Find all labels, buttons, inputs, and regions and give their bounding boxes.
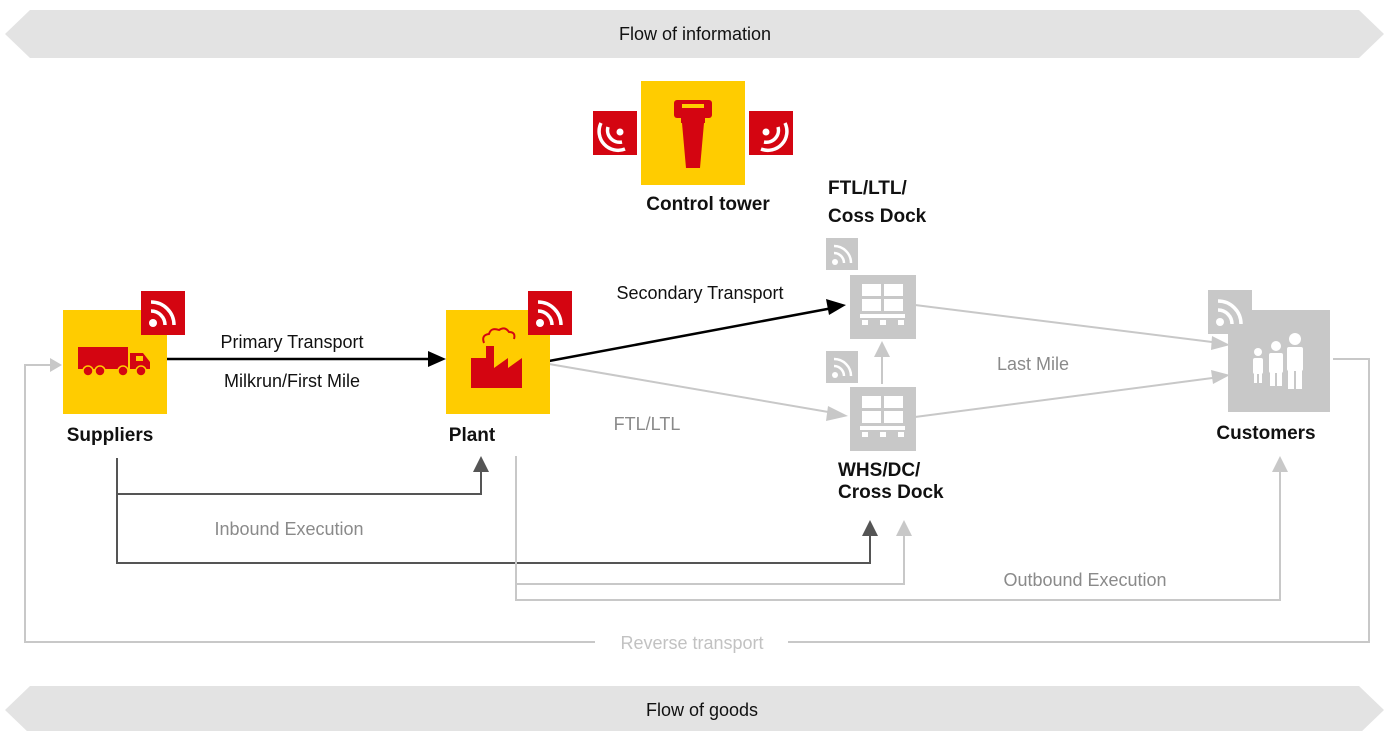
control-tower-icon: [674, 100, 712, 168]
people-icon: [1253, 333, 1303, 389]
control-tower-label: Control tower: [646, 194, 770, 215]
ftl-ltl-wifi-icon: [826, 238, 858, 270]
outbound-execution-lines: [515, 456, 1281, 601]
inbound-plant-arrow-head: [473, 456, 489, 472]
outbound-whs-arrow-head: [896, 520, 912, 536]
whs-dc-wifi-icon: [826, 351, 858, 383]
suppliers-node: Suppliers: [63, 291, 185, 446]
reverse-transport-label: Reverse transport: [620, 633, 763, 653]
suppliers-wifi-icon: [141, 291, 185, 335]
truck-icon: [78, 347, 150, 377]
pallet-icon-top: [860, 284, 905, 325]
suppliers-label: Suppliers: [67, 425, 154, 446]
plant-wifi-icon: [528, 291, 572, 335]
secondary-transport-label: Secondary Transport: [616, 283, 783, 303]
primary-transport-label: Primary Transport: [220, 332, 363, 352]
outbound-execution-label: Outbound Execution: [1003, 570, 1166, 590]
inbound-execution-lines: [116, 458, 871, 564]
last-mile-arrow-bottom-head: [1211, 370, 1230, 384]
whs-dc-cross-dock-node: WHS/DC/ Cross Dock: [826, 351, 944, 503]
plant-node: Plant: [446, 291, 572, 446]
flow-of-goods-band: Flow of goods: [5, 686, 1384, 734]
whs-dc-label-line2: Cross Dock: [838, 482, 944, 503]
reverse-transport-loop: [24, 358, 1370, 643]
reverse-arrow-head: [50, 358, 62, 372]
inbound-execution-label: Inbound Execution: [214, 519, 363, 539]
outbound-customers-arrow-head: [1272, 456, 1288, 472]
flow-of-information-band: Flow of information: [5, 10, 1384, 58]
plant-label: Plant: [449, 425, 496, 446]
ftl-ltl-arrow: [548, 363, 841, 415]
last-mile-label: Last Mile: [997, 354, 1069, 374]
whs-dc-label-line1: WHS/DC/: [838, 460, 921, 481]
pallet-icon-bottom: [860, 396, 905, 437]
customers-node: Customers: [1208, 290, 1330, 444]
customers-wifi-icon: [1208, 290, 1252, 334]
last-mile-arrow-top: [914, 304, 1221, 344]
ftl-ltl-label-line2: Coss Dock: [828, 206, 927, 227]
whs-dc-tile: [850, 387, 916, 451]
inbound-whs-arrow-head: [862, 520, 878, 536]
whs-to-ftl-arrow-head: [874, 341, 890, 357]
control-tower-node: Control tower: [593, 81, 793, 215]
ftl-ltl-arrow-head: [826, 406, 848, 421]
secondary-transport-arrow-head: [826, 299, 846, 315]
ftl-ltl-cross-dock-node: FTL/LTL/ Coss Dock: [826, 178, 927, 339]
signal-left-icon: [593, 111, 637, 155]
signal-right-icon: [749, 111, 793, 155]
flow-of-goods-label: Flow of goods: [646, 700, 758, 720]
ftl-ltl-edge-label: FTL/LTL: [614, 414, 681, 434]
last-mile-arrow-bottom: [914, 376, 1221, 418]
milkrun-label: Milkrun/First Mile: [224, 371, 360, 391]
ftl-ltl-label-line1: FTL/LTL/: [828, 178, 908, 199]
primary-transport-arrow-head: [428, 351, 446, 367]
factory-icon: [471, 327, 522, 388]
last-mile-arrow-top-head: [1211, 336, 1230, 350]
flow-of-information-label: Flow of information: [619, 24, 771, 44]
secondary-transport-arrow: [548, 305, 839, 363]
customers-label: Customers: [1216, 423, 1315, 444]
ftl-ltl-tile: [850, 275, 916, 339]
